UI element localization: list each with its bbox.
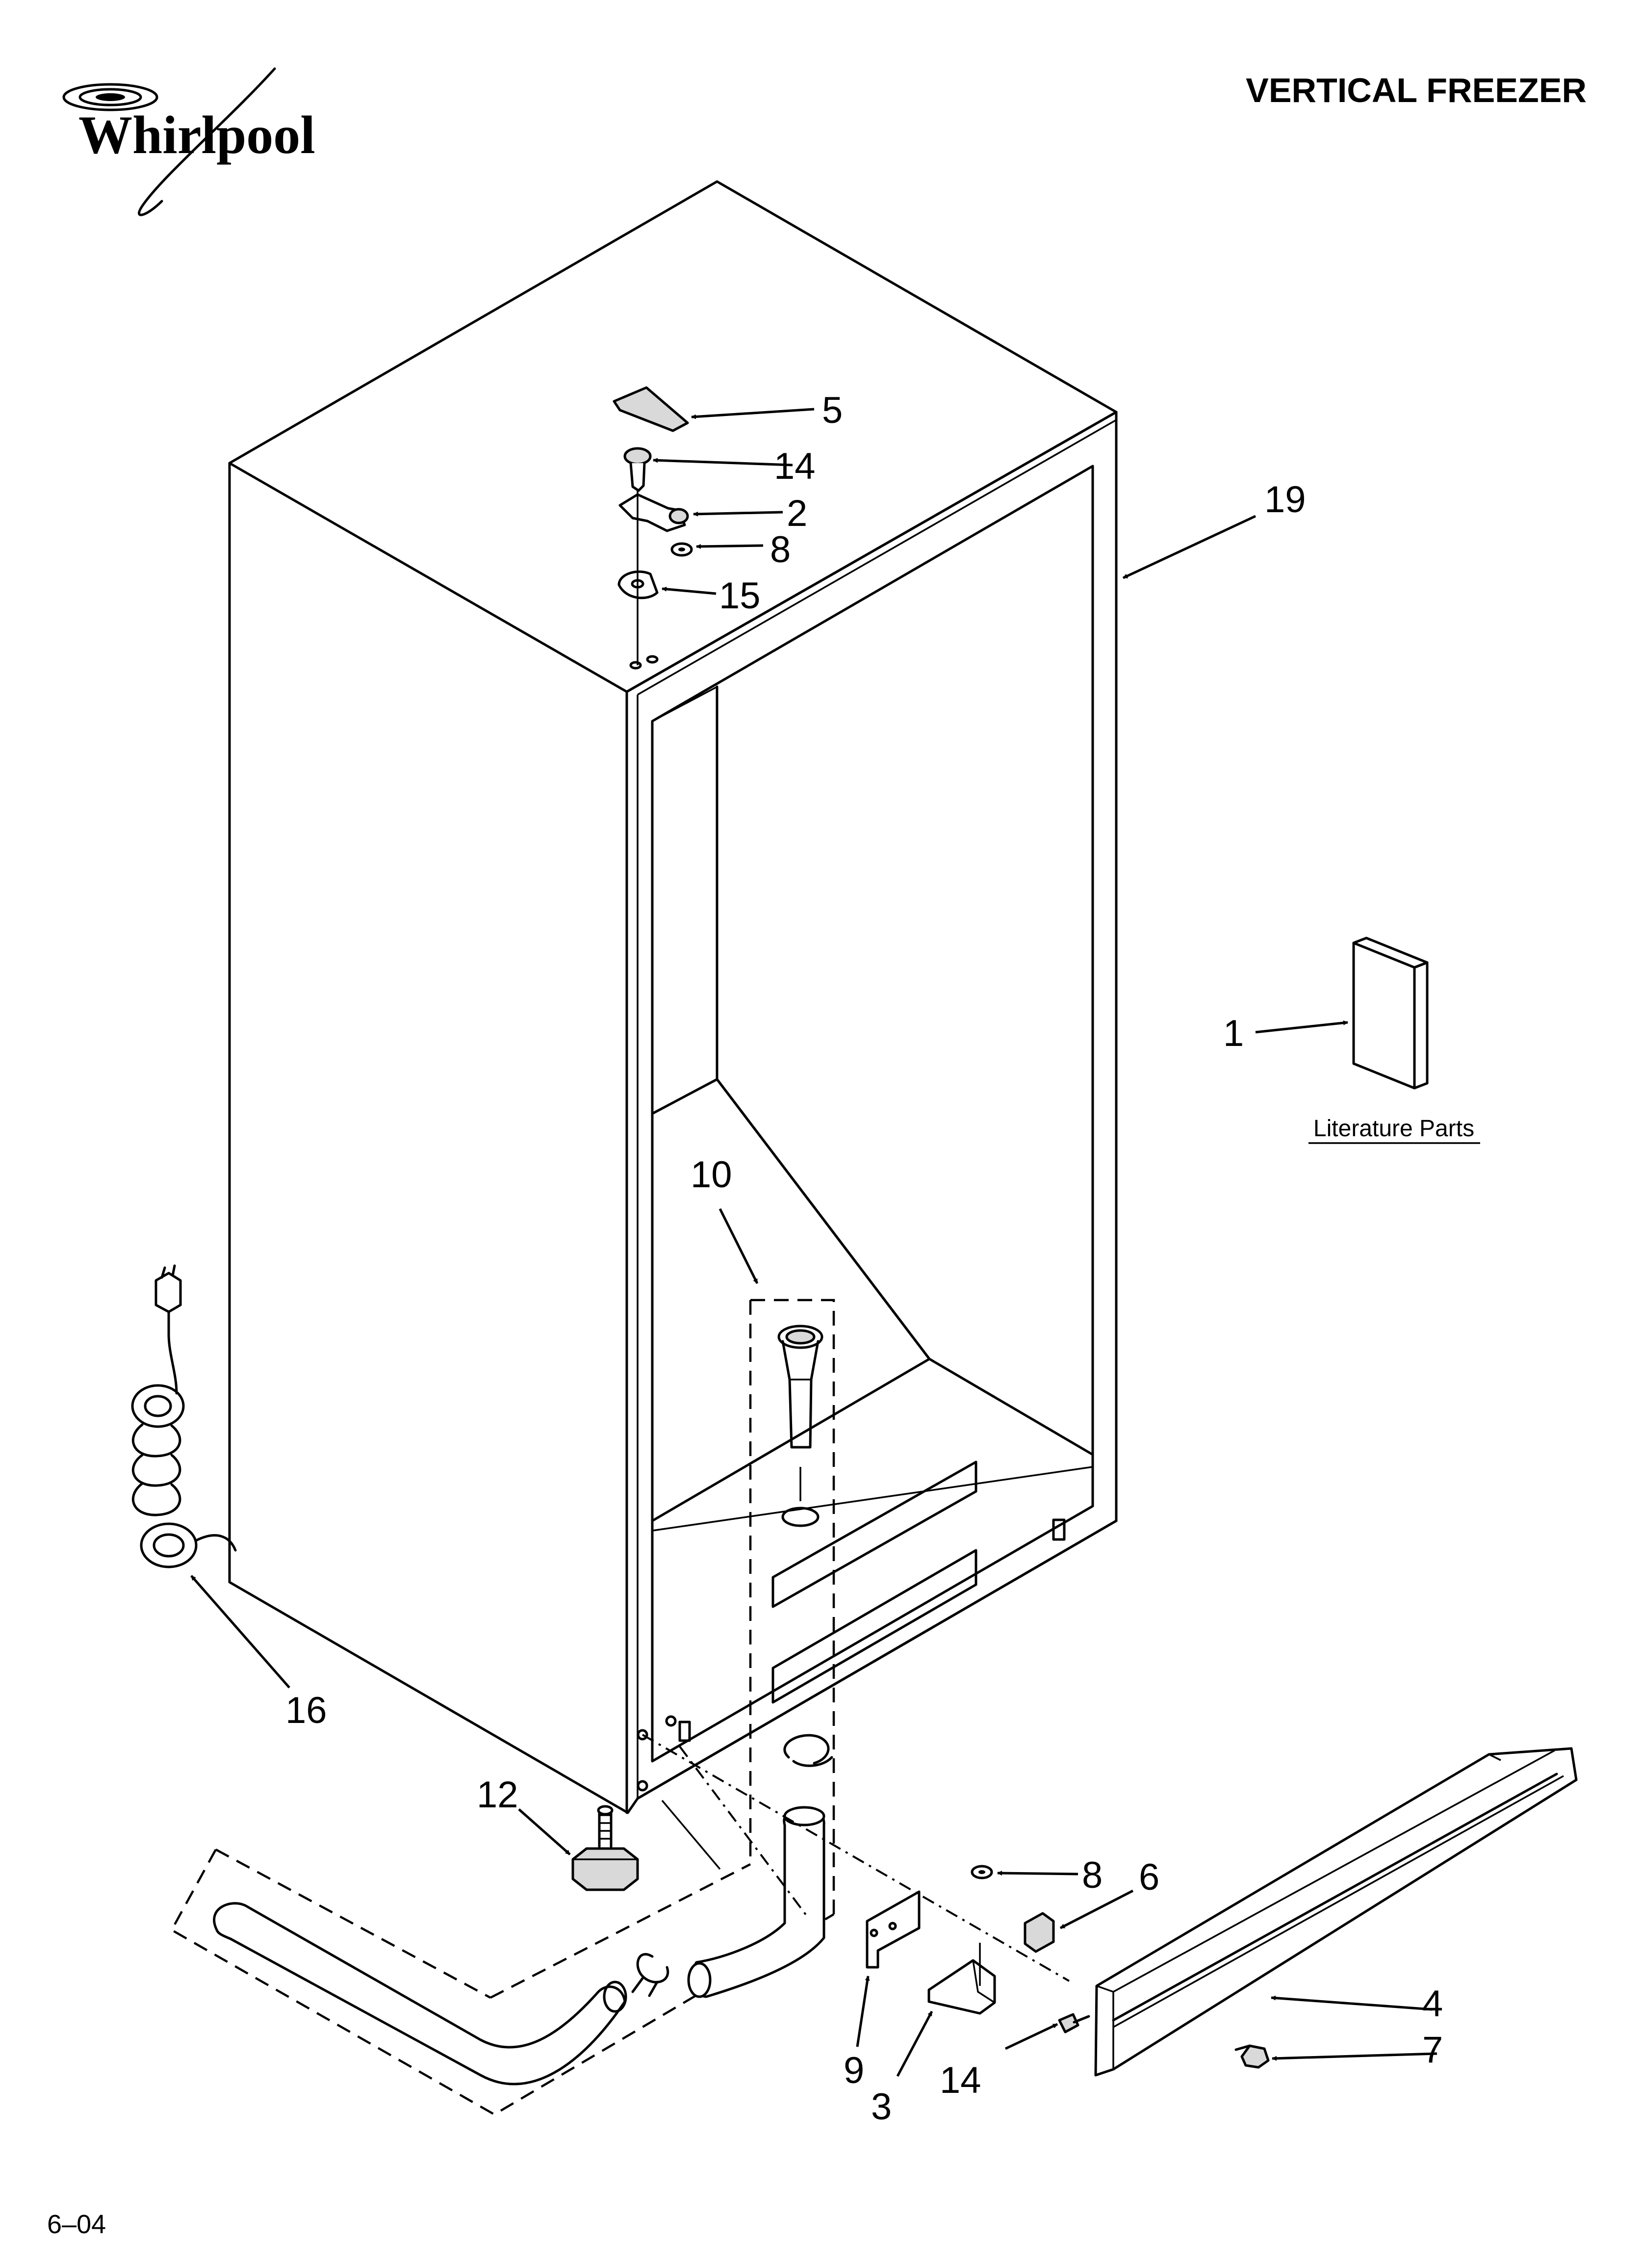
brand-wordmark: Whirlpool	[78, 105, 315, 165]
screw-part-7	[1234, 2044, 1270, 2069]
hinge-screw-part-14	[623, 447, 652, 492]
screw-part-14-lower	[1058, 2013, 1090, 2033]
callout-8: 8	[770, 529, 791, 571]
callout-16: 16	[285, 1690, 327, 1731]
callout-12: 12	[477, 1774, 518, 1816]
callout-5: 5	[822, 390, 843, 431]
callout-9: 9	[844, 2050, 864, 2091]
drain-tube-part-10	[749, 1299, 835, 1914]
swirl-icon	[62, 67, 276, 216]
literature-booklet-part-1	[1352, 937, 1429, 1090]
callout-14-lower: 14	[940, 2059, 981, 2101]
callout-19: 19	[1264, 479, 1306, 521]
callout-1: 1	[1223, 1013, 1244, 1054]
clip-part-6	[1024, 1912, 1055, 1953]
power-cord-part-16	[131, 1264, 237, 1568]
drain-hose-assembly	[170, 1734, 835, 2116]
callout-3: 3	[871, 2086, 892, 2128]
page-title: VERTICAL FREEZER	[1246, 71, 1587, 109]
leveling-leg-part-12	[571, 1805, 639, 1891]
clip-part-3	[927, 1959, 996, 2015]
freezer-cabinet	[228, 180, 1118, 1814]
callout-10: 10	[691, 1154, 732, 1196]
top-hinge-assembly	[613, 386, 693, 665]
callout-6: 6	[1139, 1856, 1159, 1898]
literature-parts-label: Literature Parts	[1313, 1116, 1474, 1142]
callout-15: 15	[719, 575, 761, 617]
callout-2: 2	[787, 493, 807, 534]
callout-8-lower: 8	[1082, 1854, 1103, 1896]
kickplate-part-4	[1094, 1747, 1578, 2077]
date-code: 6–04	[47, 2210, 106, 2239]
callout-14: 14	[774, 445, 816, 487]
callout-4: 4	[1422, 1983, 1443, 2025]
callout-leaders	[190, 408, 1437, 2077]
whirlpool-logo: Whirlpool	[62, 67, 315, 216]
callout-7: 7	[1422, 2029, 1443, 2071]
kickplate-assembly	[642, 1734, 1578, 2077]
callout-labels: 5 14 2 8 15 19 1 10 16 12 8 6 4 7 9 3 14	[285, 390, 1443, 2128]
hinge-cover-part-5	[613, 386, 689, 432]
